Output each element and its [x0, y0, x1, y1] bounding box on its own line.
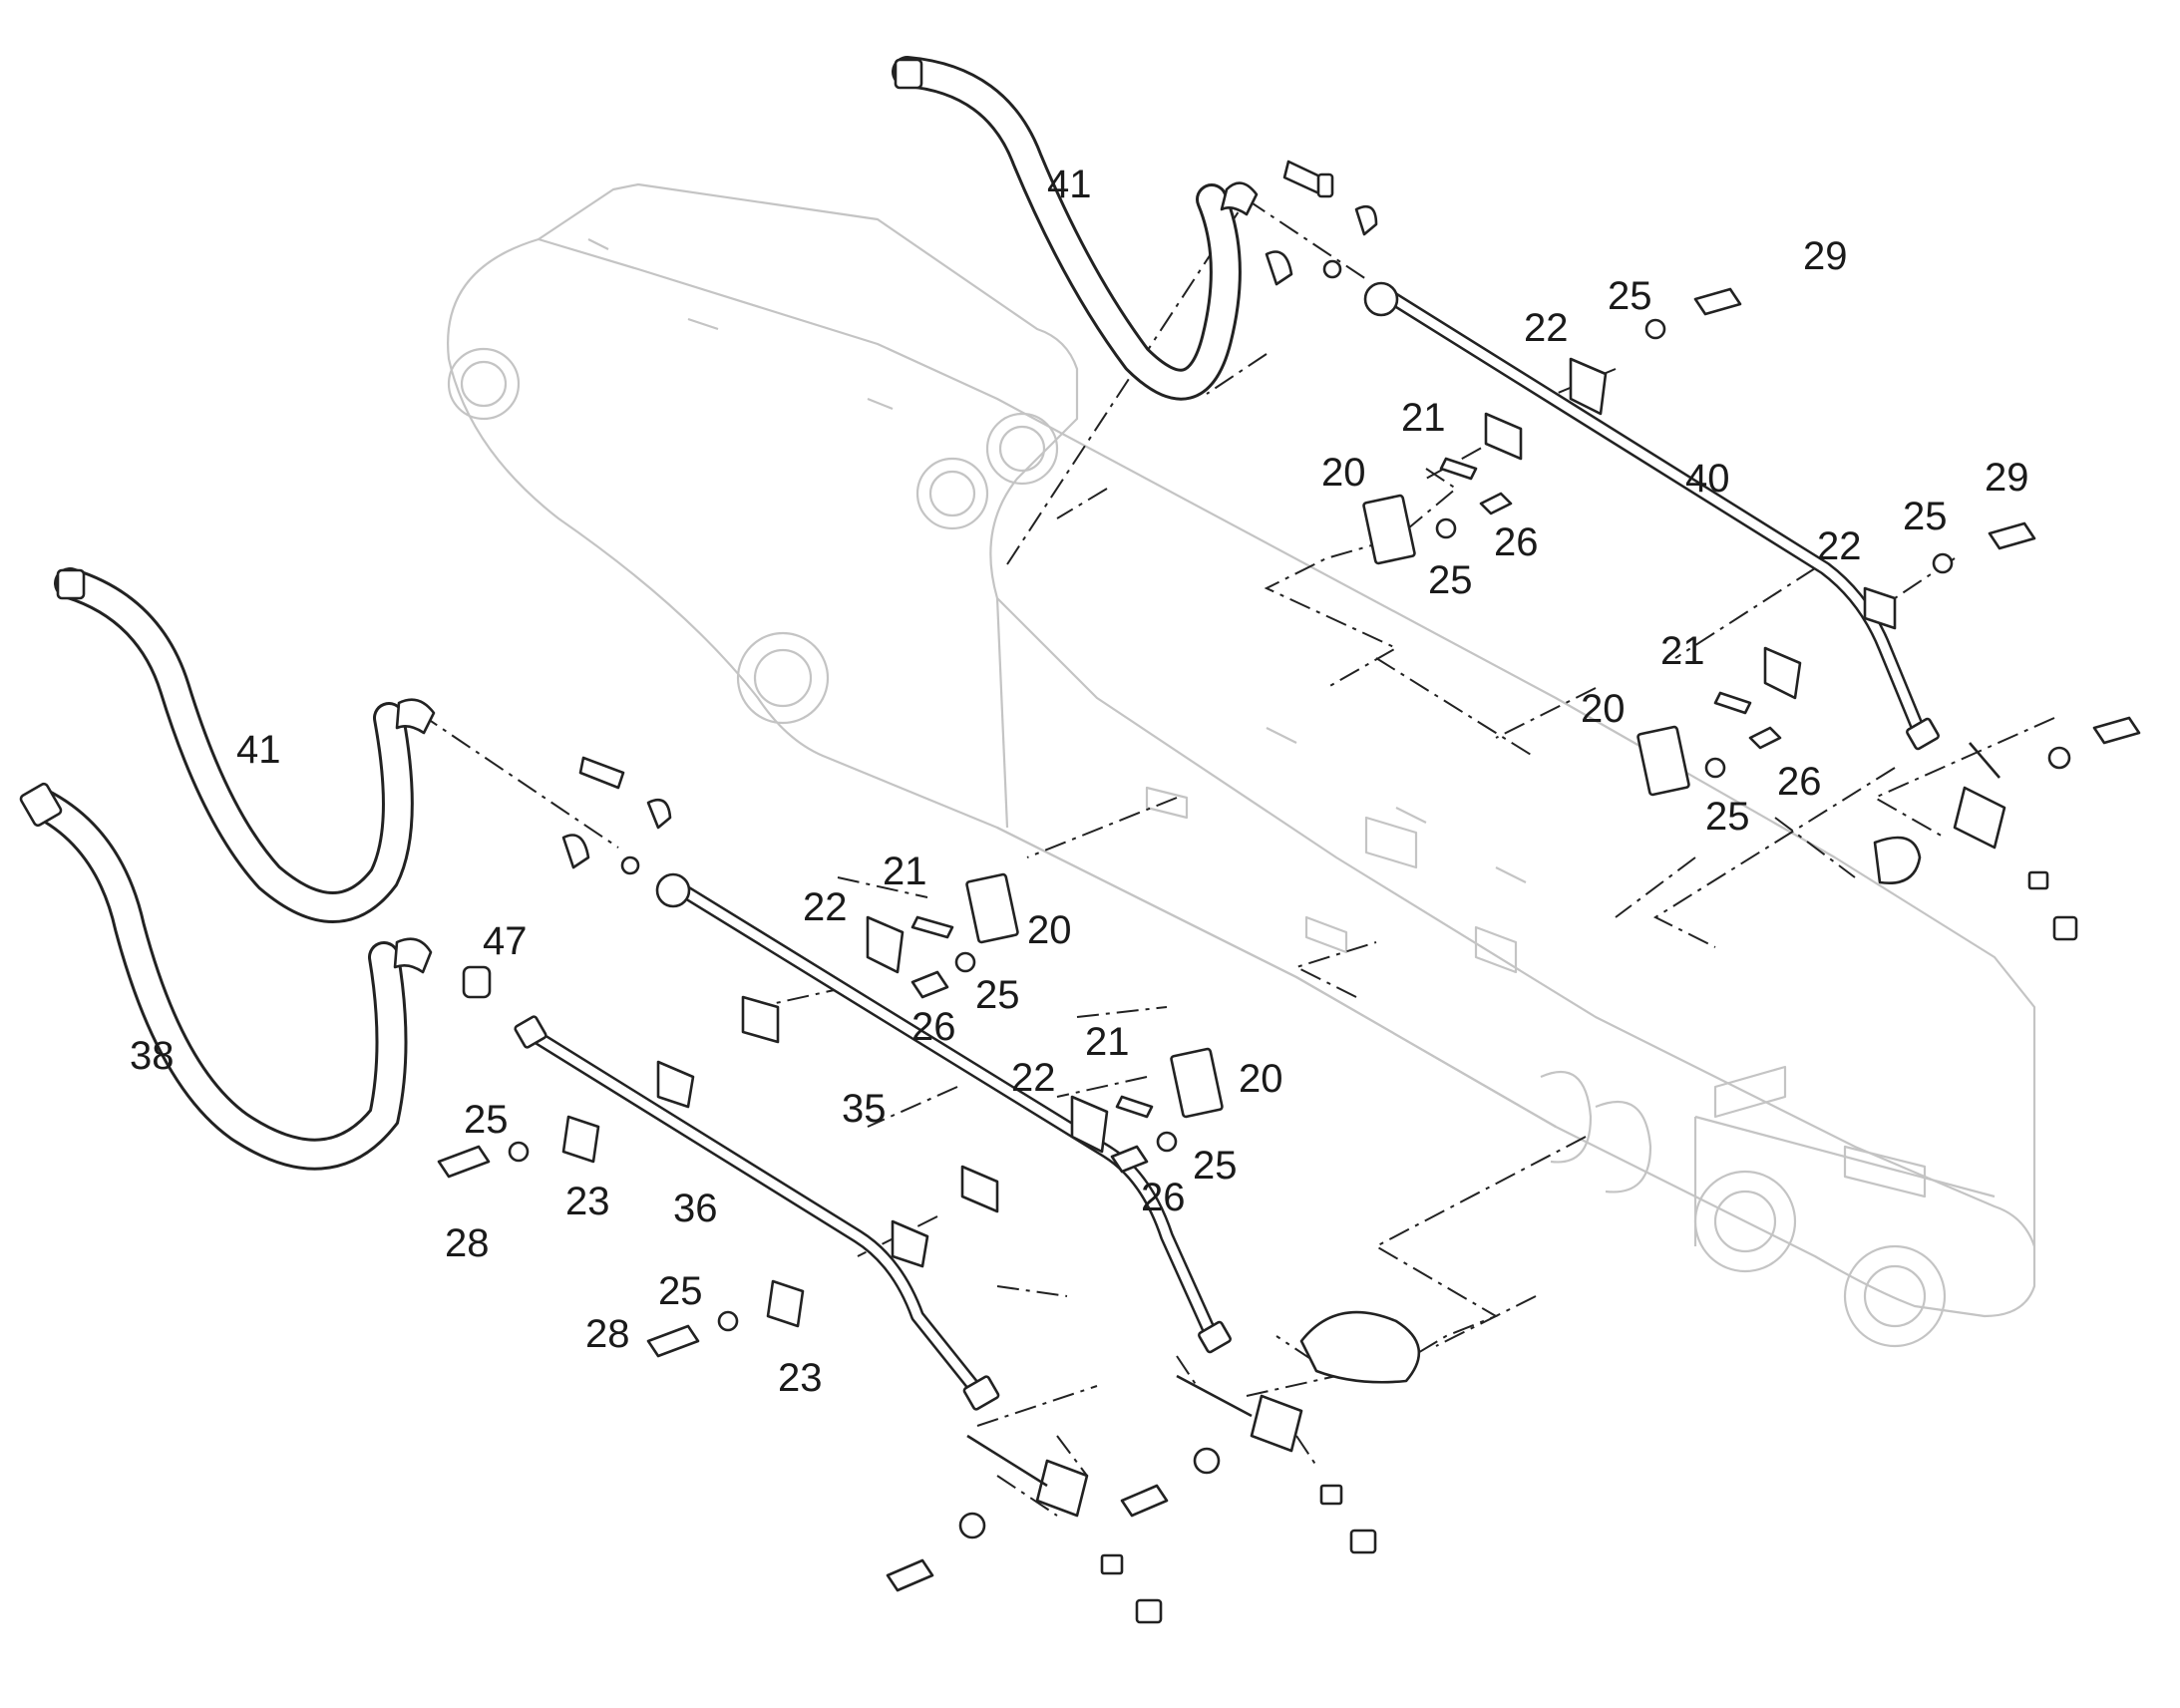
callout-label: 36: [673, 1187, 718, 1230]
callout-label: 25: [1608, 274, 1652, 318]
callout-label: 22: [1011, 1056, 1056, 1100]
callout-label: 20: [1581, 687, 1626, 731]
alignment-lines: [418, 198, 2055, 1517]
callout-label: 23: [565, 1180, 610, 1223]
boom-arm: [447, 182, 2036, 1348]
hardware-parts: [437, 160, 2141, 1624]
callout-label: 28: [585, 1312, 630, 1356]
callout-label: 26: [911, 1005, 956, 1049]
callout-label: 29: [1803, 234, 1848, 278]
callout-label: 23: [778, 1356, 823, 1400]
pipe-40: [1363, 281, 1940, 751]
callout-label: 47: [483, 919, 528, 963]
callout-label: 25: [658, 1269, 703, 1313]
callout-label: 26: [1494, 520, 1539, 564]
callout-label: 22: [803, 885, 848, 929]
hose-41-upper: [892, 56, 1259, 401]
callout-label: 25: [1428, 558, 1473, 602]
callout-label: 21: [1660, 629, 1705, 673]
callout-label: 38: [130, 1034, 175, 1078]
hose-41-lower: [54, 567, 436, 923]
hose-38: [19, 782, 433, 1171]
callout-label: 20: [1239, 1057, 1283, 1101]
callout-label: 25: [1903, 495, 1948, 538]
pipe-35: [655, 872, 1232, 1354]
callout-label: 25: [464, 1098, 509, 1142]
callout-label: 25: [1193, 1144, 1238, 1188]
callout-label: 40: [1685, 457, 1730, 501]
callout-label: 26: [1141, 1176, 1186, 1219]
callout-label: 25: [975, 973, 1020, 1017]
callout-label: 20: [1027, 908, 1072, 952]
callout-label: 25: [1705, 795, 1750, 839]
callout-label: 22: [1524, 306, 1569, 350]
callout-label: 20: [1321, 451, 1366, 495]
callout-labels: 41 41 40 38 36 35 47 29 29 28 28 26 26 2…: [130, 163, 2029, 1400]
callout-label: 26: [1777, 760, 1822, 804]
callout-label: 22: [1817, 524, 1862, 568]
callout-label: 21: [1085, 1020, 1130, 1064]
callout-label: 41: [1047, 163, 1092, 206]
callout-label: 41: [236, 728, 281, 772]
callout-label: 29: [1985, 456, 2029, 500]
callout-label: 21: [883, 850, 927, 893]
callout-label: 35: [842, 1087, 887, 1131]
pipe-36: [514, 1015, 1000, 1411]
callout-label: 21: [1401, 396, 1446, 440]
callout-label: 28: [445, 1221, 490, 1265]
